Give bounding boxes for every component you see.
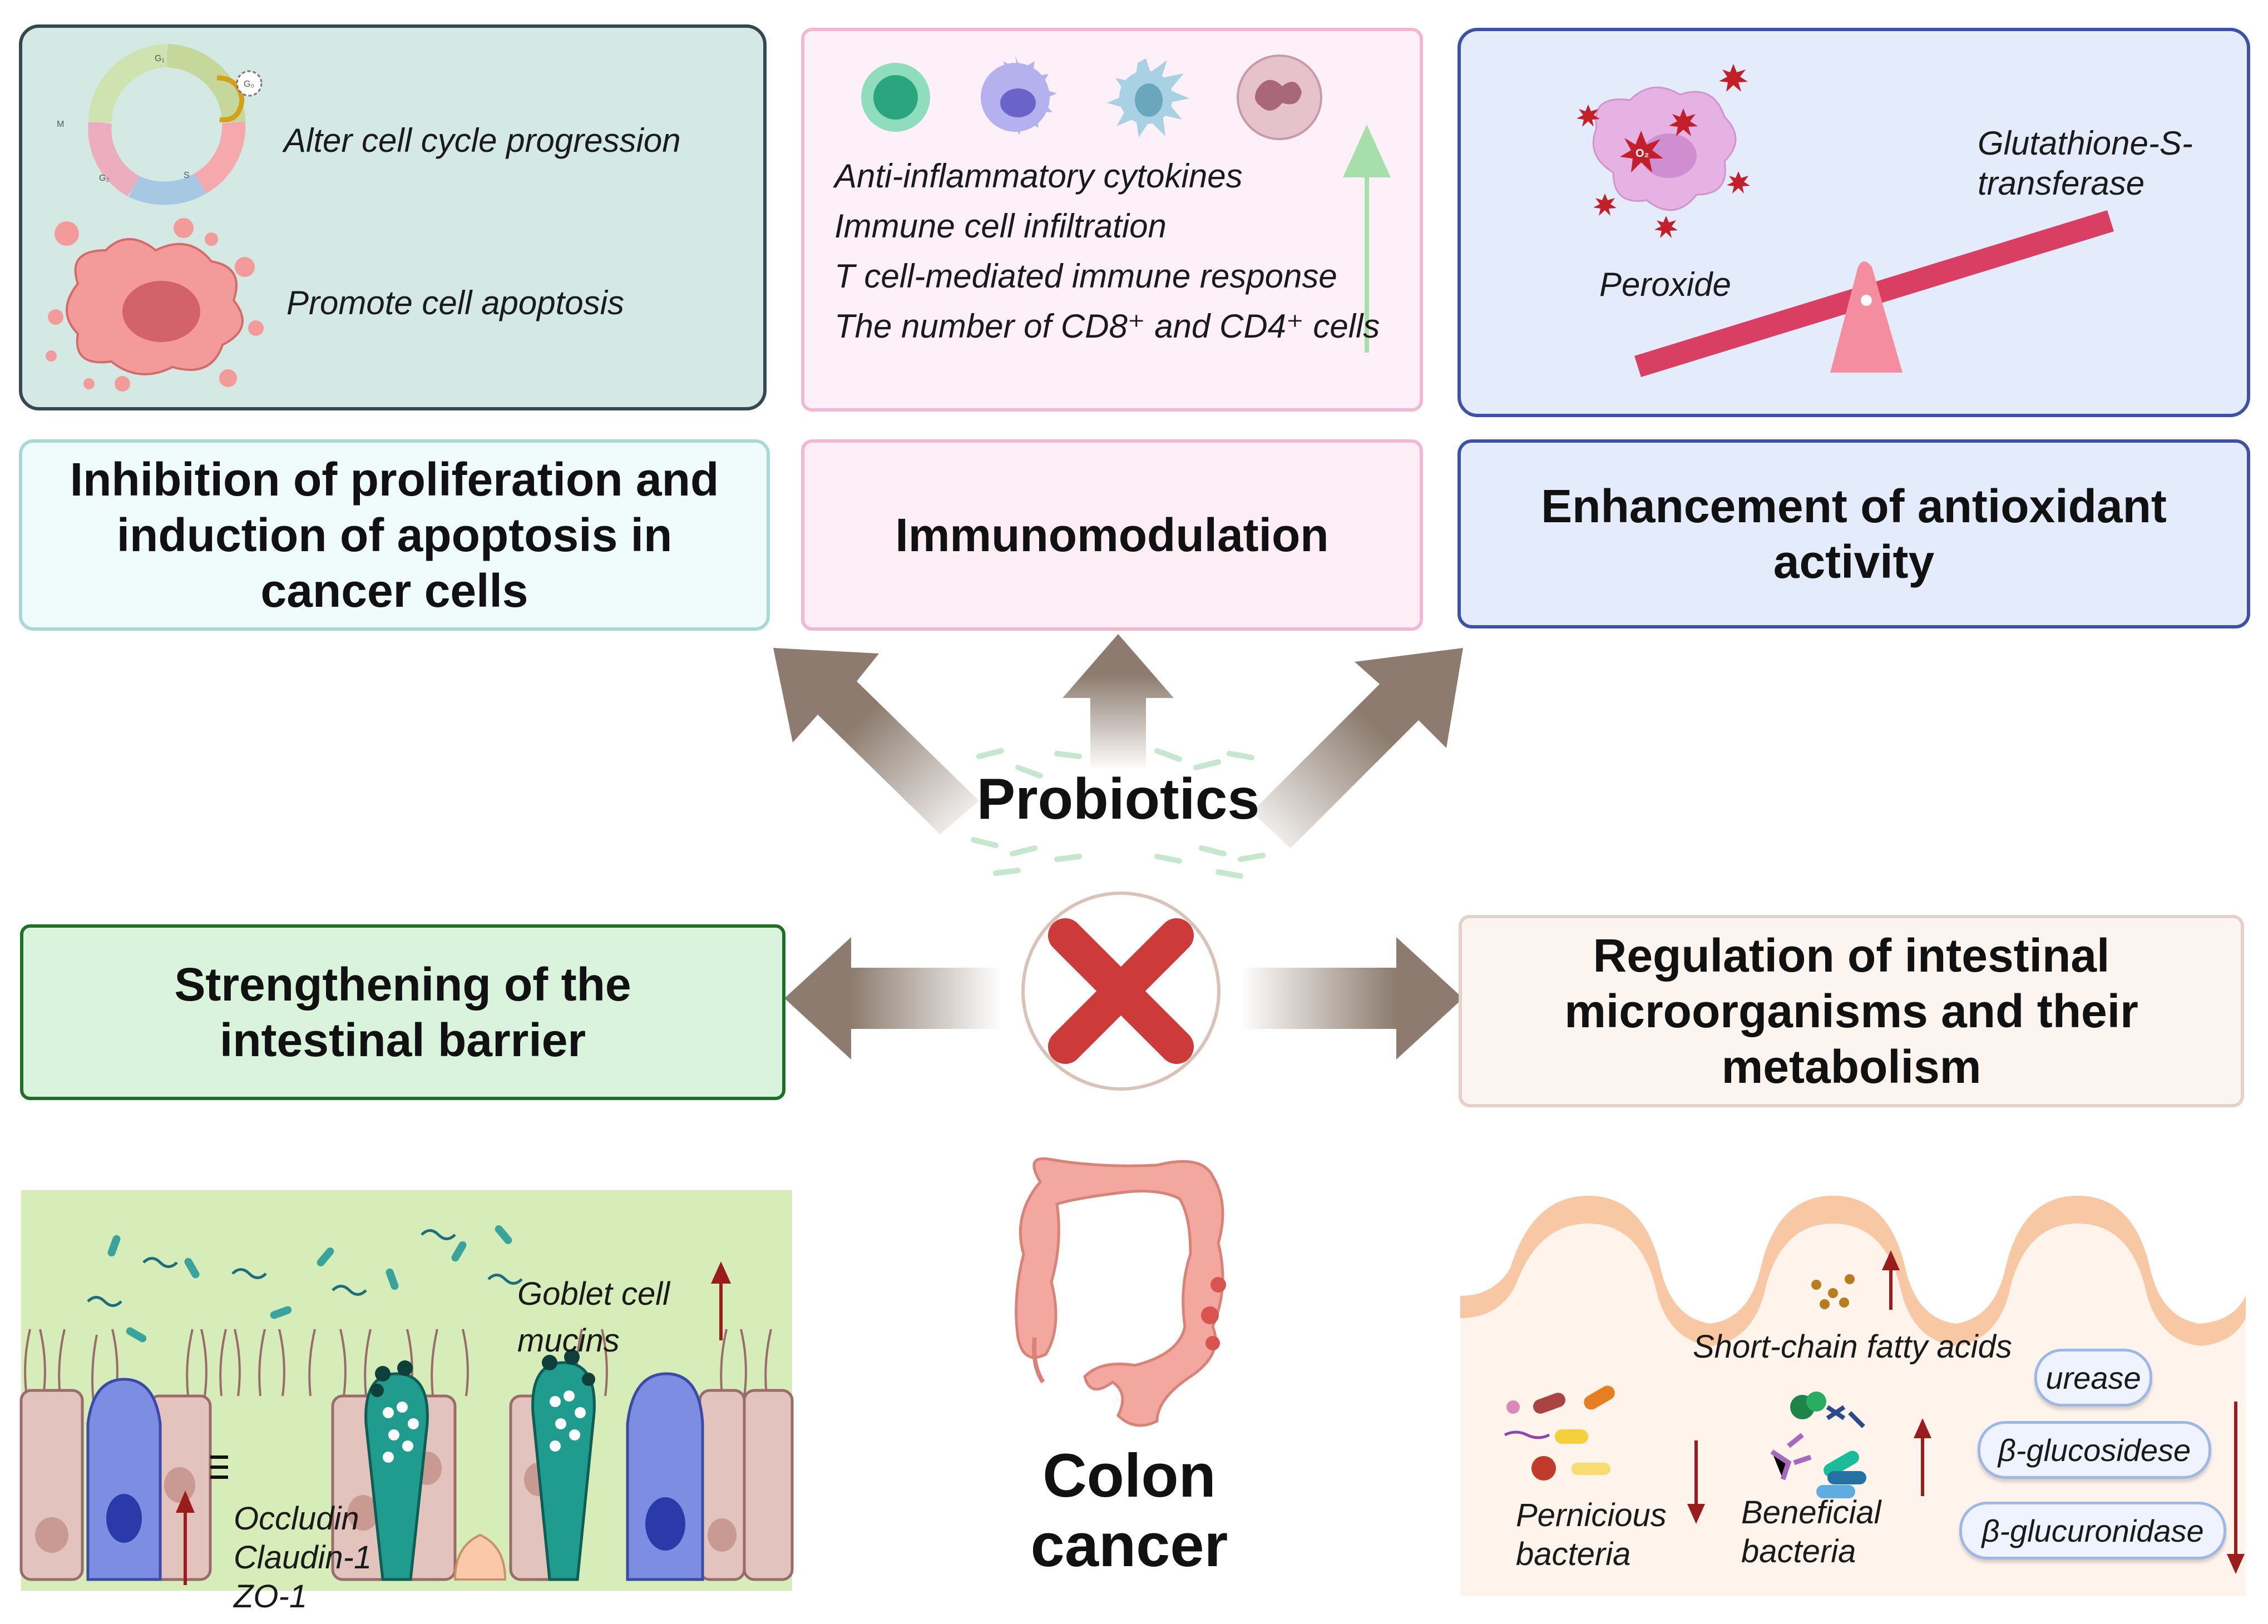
cycle-label-g2: G₂ [99,174,110,183]
cycle-label-g1: G₁ [155,54,165,63]
junction-occludin: Occludin [234,1501,359,1537]
immune-item-1: Anti-inflammatory cytokines [834,157,1243,195]
balance-seesaw-icon [1634,210,2114,377]
intestinal-barrier-illustration [19,1190,794,1591]
immune-item-3: T cell-mediated immune response [834,258,1337,295]
alter-cell-cycle-text: Alter cell cycle progression [284,122,681,159]
junction-claudin: Claudin-1 [234,1539,372,1576]
glucosidase-pill: β-glucosidese [1978,1421,2211,1479]
probiotic-bacteria-cloud [971,748,1266,879]
arrow-right [1241,937,1463,1059]
scfa-label: Short-chain fatty acids [1693,1329,2012,1365]
antioxidant-title-box: Enhancement of antioxidant activity [1457,439,2250,628]
microbiota-title-box: Regulation of intestinal microorganisms … [1459,915,2244,1107]
goblet-mucins-label: Goblet cell mucins [517,1276,670,1359]
peroxide-cell-icon: O₂ [1577,64,1750,238]
beneficial-label: Beneficial bacteria [1741,1494,1881,1569]
peroxide-label: Peroxide [1599,266,1731,303]
apoptotic-cell-icon [46,218,264,392]
arrow-left [784,937,1001,1059]
colon-cancer-line1: Colon [1042,1442,1216,1510]
probiotics-label: Probiotics [976,767,1260,831]
glucuronidase-pill: β-glucuronidase [1959,1502,2226,1559]
junction-zo1: ZO-1 [234,1578,308,1615]
cycle-label-m: M [57,120,64,129]
arrow-up [1063,634,1174,770]
ros-label: O₂ [1635,147,1649,160]
beneficial-bacteria-icon [1770,1392,1866,1498]
arrow-up-left [773,648,979,834]
colon-icon [1015,1157,1226,1427]
barrier-title-box: Strengthening of the intestinal barrier [20,924,785,1100]
immune-item-4: The number of CD8⁺ and CD4⁺ cells [834,308,1380,345]
pernicious-label: Pernicious bacteria [1516,1497,1667,1572]
promote-apoptosis-text: Promote cell apoptosis [286,284,624,321]
pernicious-bacteria-icon [1504,1385,1615,1481]
arrow-up-right [1252,648,1463,848]
proliferation-title-box: Inhibition of proliferation and inductio… [19,439,770,631]
cell-cycle-icon: G₁ S G₂ M G₀ [57,44,263,205]
urease-pill: urease [2034,1349,2152,1407]
cycle-label-s: S [184,171,190,180]
glutathione-label: Glutathione-S-transferase [1978,125,2193,202]
colon-cancer-line2: cancer [1030,1511,1228,1580]
cross-symbol [1021,892,1221,1091]
cycle-label-g0: G₀ [244,80,254,89]
immune-item-2: Immune cell infiltration [834,207,1167,245]
immune-cells-icon [861,55,1322,140]
increase-arrow-green [1343,125,1391,353]
immunomodulation-title-box: Immunomodulation [801,439,1423,631]
